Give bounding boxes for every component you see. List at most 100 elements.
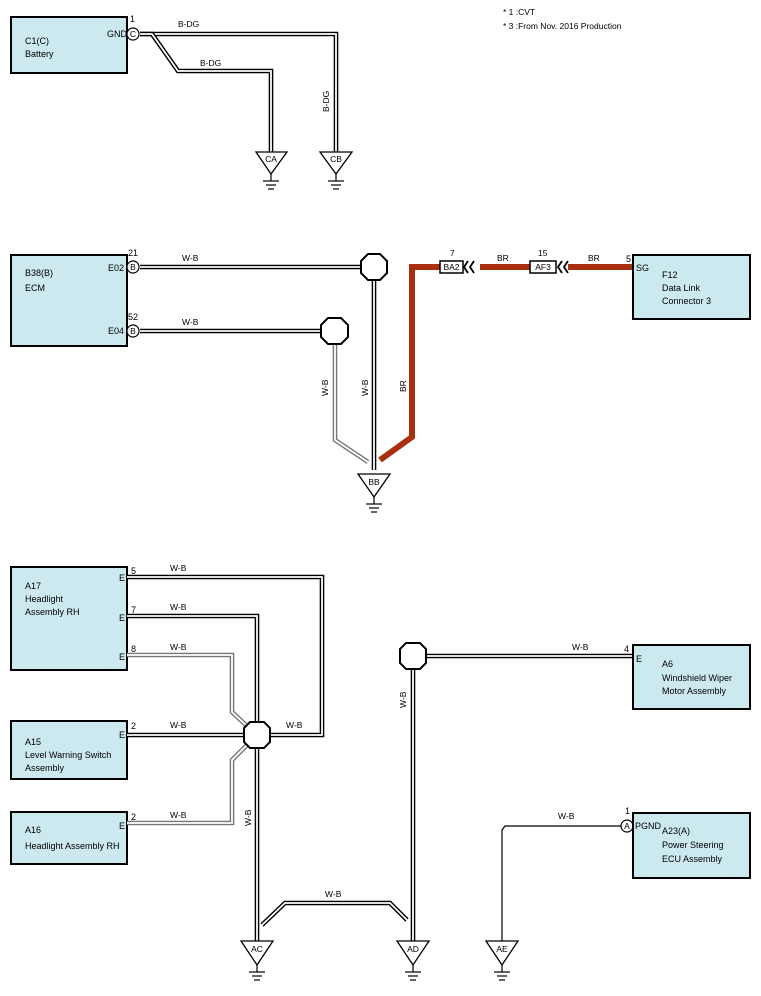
- ecm-pin-e04-circle[interactable]: [126, 324, 140, 338]
- wire-wb-ac-ad[interactable]: [260, 900, 409, 927]
- connector-ba2-pin: 7: [450, 248, 455, 258]
- splice-wiper[interactable]: [399, 642, 427, 670]
- a23-pin-number: 1: [625, 806, 630, 816]
- a16-pin-2: 2: [131, 812, 136, 822]
- connector-af3-label: AF3: [535, 262, 551, 272]
- a17-box[interactable]: [10, 566, 128, 671]
- ground-ad[interactable]: AD: [395, 940, 431, 981]
- a15-name-2: Assembly: [25, 763, 65, 773]
- ecm-pin-e02-circle[interactable]: [126, 260, 140, 274]
- connector-ba2-chevrons: [462, 260, 475, 274]
- a16-box[interactable]: [10, 811, 128, 865]
- ground-cb[interactable]: CB: [318, 151, 354, 190]
- wire-color-wb-2: W-B: [170, 602, 187, 612]
- wire-wb-a17-pin8[interactable]: [127, 652, 250, 729]
- a16-pin-e: E: [119, 821, 125, 831]
- wire-br-to-ba2[interactable]: [378, 264, 440, 463]
- wire-wb-a17-pin7[interactable]: [127, 613, 260, 722]
- wire-color-wb-6: W-B: [286, 720, 303, 730]
- a23-id: A23(A): [662, 826, 690, 836]
- dlc-pin-label: SG: [636, 263, 649, 273]
- a17-pin-7: 7: [131, 605, 136, 615]
- ecm-pin-52: 52: [128, 312, 138, 322]
- wire-bdg-to-cb[interactable]: [140, 31, 339, 153]
- dlc-box[interactable]: [632, 254, 751, 320]
- dlc-id: F12: [662, 270, 678, 280]
- ground-ca[interactable]: CA: [254, 151, 289, 190]
- wire-color-wb-3: W-B: [170, 642, 187, 652]
- wire-color-wb-7: W-B: [243, 809, 253, 826]
- wire-wb-a16[interactable]: [127, 742, 250, 826]
- a15-pin-2: 2: [131, 721, 136, 731]
- battery-id: C1(C): [25, 36, 49, 46]
- a17-pin-8: 8: [131, 644, 136, 654]
- a6-id: A6: [662, 659, 673, 669]
- connector-af3-chevrons: [556, 260, 569, 274]
- a17-pin-e-1: E: [119, 573, 125, 583]
- ground-cb-label: CB: [330, 154, 342, 164]
- battery-box[interactable]: [10, 16, 128, 74]
- a15-name-1: Level Warning Switch: [25, 750, 111, 760]
- wire-color-br-mid: BR: [497, 253, 509, 263]
- a15-box[interactable]: [10, 720, 128, 780]
- ecm-pin-e02-letter: B: [130, 262, 136, 272]
- ground-ca-label: CA: [265, 154, 277, 164]
- note-cvt: * 1 :CVT: [503, 7, 535, 17]
- ground-bb-label: BB: [368, 477, 380, 487]
- a16-name: Headlight Assembly RH: [25, 841, 120, 851]
- a23-box[interactable]: [632, 812, 751, 879]
- connector-ba2-label: BA2: [443, 262, 459, 272]
- dlc-name-2: Connector 3: [662, 296, 711, 306]
- battery-pin-circle[interactable]: [126, 27, 140, 41]
- wire-color-wb-e04: W-B: [182, 317, 199, 327]
- ecm-box[interactable]: [10, 254, 128, 347]
- ecm-pin-e04-letter: B: [130, 326, 136, 336]
- a16-id: A16: [25, 825, 41, 835]
- wire-color-wb-11: W-B: [558, 811, 575, 821]
- a17-name-2: Assembly RH: [25, 607, 80, 617]
- a23-pin-label: PGND: [635, 821, 662, 831]
- wire-color-bdg-vertical: B-DG: [321, 91, 331, 112]
- a6-name-2: Motor Assembly: [662, 686, 727, 696]
- wire-bdg-to-ca[interactable]: [140, 31, 274, 153]
- splice-ecm-upper[interactable]: [360, 253, 388, 281]
- wire-color-wb-e02: W-B: [182, 253, 199, 263]
- wire-wb-a23[interactable]: [501, 825, 621, 942]
- a17-pin-e-3: E: [119, 652, 125, 662]
- wire-color-wb-gray: W-B: [320, 379, 330, 396]
- a6-pin-e: E: [636, 654, 642, 664]
- splice-headlight-center[interactable]: [243, 721, 271, 749]
- dlc-pin-number: 5: [626, 254, 631, 264]
- wire-color-wb-10: W-B: [572, 642, 589, 652]
- ground-ae-label: AE: [496, 944, 508, 954]
- ground-ae[interactable]: AE: [484, 940, 520, 981]
- splice-ecm-lower[interactable]: [320, 317, 349, 345]
- ecm-id: B38(B): [25, 268, 53, 278]
- wire-color-wb-1: W-B: [170, 563, 187, 573]
- ecm-pin-e02-label: E02: [108, 263, 124, 273]
- battery-name: Battery: [25, 49, 54, 59]
- ground-ac[interactable]: AC: [239, 940, 275, 981]
- headlight-section: A17 Headlight Assembly RH E E E 5 7 8 A1…: [10, 563, 751, 981]
- connector-af3[interactable]: [529, 260, 557, 274]
- a15-id: A15: [25, 737, 41, 747]
- battery-pin-label: GND: [107, 29, 128, 39]
- battery-section: C1(C) Battery GND 1 C B-DG B-DG B-DG CA …: [10, 14, 354, 190]
- a23-name-1: Power Steering: [662, 840, 724, 850]
- wire-color-wb-8: W-B: [325, 889, 342, 899]
- wire-color-wb-vertical: W-B: [360, 379, 370, 396]
- battery-pin-number: 1: [130, 14, 135, 24]
- a23-name-2: ECU Assembly: [662, 854, 723, 864]
- a6-box[interactable]: [632, 644, 751, 710]
- ecm-section: B38(B) ECM E02 21 E04 52 BA2 7 AF3 15 B …: [10, 248, 751, 513]
- a6-name-1: Windshield Wiper: [662, 673, 732, 683]
- ground-ac-label: AC: [251, 944, 263, 954]
- connector-af3-pin: 15: [538, 248, 548, 258]
- dlc-name-1: Data Link: [662, 283, 701, 293]
- wire-color-br-right: BR: [588, 253, 600, 263]
- ground-bb[interactable]: BB: [356, 473, 392, 513]
- wire-color-wb-9: W-B: [398, 691, 408, 708]
- ground-ad-label: AD: [407, 944, 419, 954]
- wire-color-wb-5: W-B: [170, 810, 187, 820]
